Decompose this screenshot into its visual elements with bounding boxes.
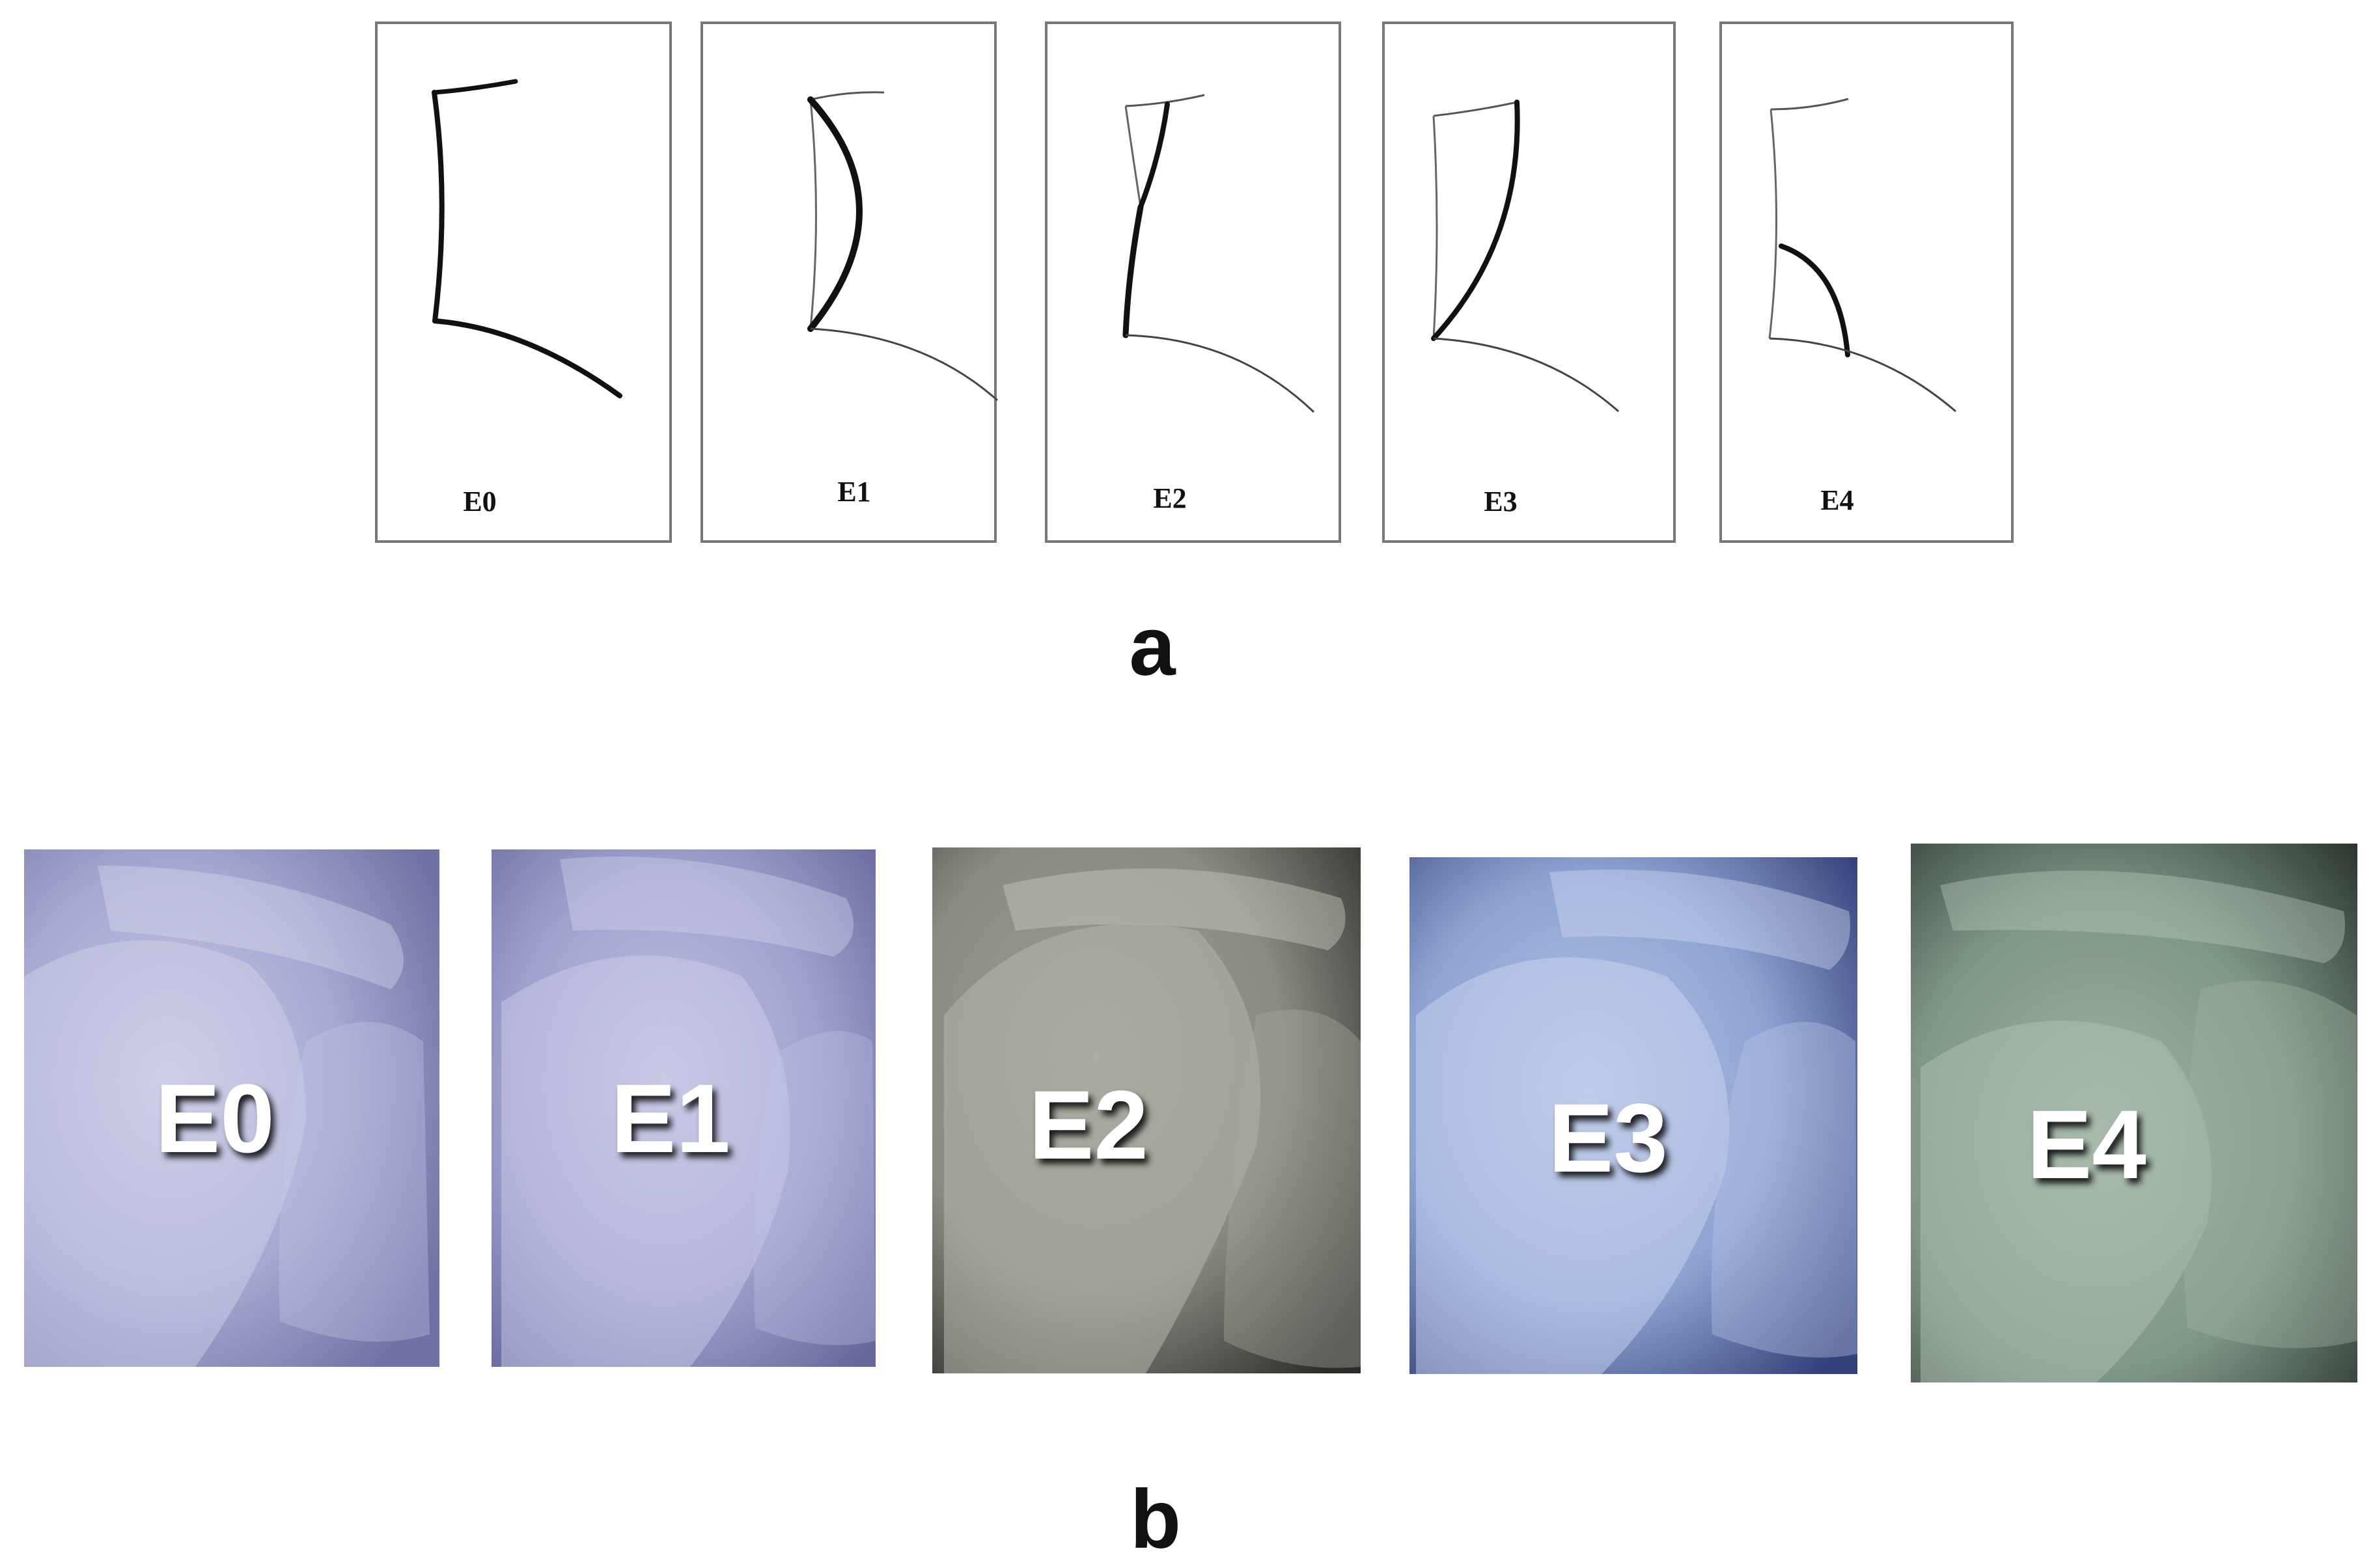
- radiograph-e4: E4: [1911, 844, 2357, 1382]
- glenoid-shadow: [2183, 980, 2357, 1349]
- diagram-frame: [701, 21, 997, 543]
- radiograph-e0: E0: [24, 849, 439, 1367]
- glenoid-outline: [1125, 94, 1205, 107]
- erosion-lower-facet: [1122, 204, 1144, 338]
- radiograph-label: E1: [611, 1064, 730, 1173]
- diagram-e3: E3: [1382, 21, 1676, 543]
- scapular-neck: [1125, 334, 1315, 413]
- original-glenoid-line: [809, 99, 817, 329]
- glenoid-shadow: [754, 1031, 876, 1345]
- scapular-neck: [1769, 337, 1956, 413]
- diagram-frame: [375, 21, 672, 543]
- glenoid-shadow: [1224, 1010, 1361, 1368]
- panel-b-label: b: [1130, 1473, 1181, 1566]
- panel-a: E0 E1 E2 E3: [375, 21, 2014, 693]
- diagram-label: E0: [463, 486, 496, 517]
- panel-b: E0 E1 E2 E3: [24, 844, 2357, 1566]
- humeral-head-shadow: [1416, 957, 1729, 1374]
- erosion-curve: [1431, 100, 1520, 341]
- diagram-frame: [1719, 21, 2014, 543]
- glenoid-outline: [432, 79, 518, 95]
- humeral-head-shadow: [944, 924, 1260, 1373]
- radiograph-image: [24, 849, 439, 1367]
- diagram-frame: [1045, 21, 1341, 543]
- humeral-head-shadow: [1921, 1021, 2212, 1382]
- diagram-label: E4: [1820, 484, 1853, 516]
- diagram-e0: E0: [375, 21, 672, 543]
- acromion-shadow: [1549, 870, 1850, 970]
- erosion-curve: [807, 96, 863, 332]
- radiograph-label: E0: [155, 1064, 274, 1173]
- humeral-head-shadow: [501, 956, 790, 1367]
- scapular-neck: [810, 327, 998, 402]
- erosion-upper-facet: [1138, 102, 1170, 210]
- radiograph-e2: E2: [932, 847, 1361, 1373]
- radiograph-label: E3: [1548, 1083, 1667, 1192]
- glenoid-outline: [1770, 98, 1849, 111]
- diagram-label: E1: [837, 476, 870, 508]
- diagram-frame: [1382, 21, 1676, 543]
- diagram-label: E2: [1153, 482, 1186, 514]
- glenoid-shadow: [279, 1022, 430, 1342]
- original-glenoid-line: [1768, 109, 1778, 339]
- original-glenoid-line: [1432, 115, 1438, 339]
- scapular-neck: [1433, 337, 1619, 413]
- radiograph-e3: E3: [1409, 857, 1857, 1374]
- glenoid-shadow: [1711, 1022, 1857, 1358]
- acromion-shadow: [98, 866, 404, 989]
- original-glenoid-line: [1124, 105, 1142, 208]
- diagram-e4: E4: [1719, 21, 2014, 543]
- diagram-e2: E2: [1045, 21, 1341, 543]
- glenoid-outline: [1433, 101, 1518, 117]
- radiograph-e1: E1: [492, 849, 876, 1367]
- diagram-label: E3: [1484, 486, 1517, 517]
- erosion-curve: [1779, 243, 1850, 357]
- diagram-e1: E1: [701, 21, 998, 543]
- radiograph-image: [492, 849, 876, 1367]
- acromion-shadow: [1940, 870, 2345, 963]
- radiograph-label: E2: [1029, 1070, 1148, 1179]
- panel-a-label: a: [1129, 600, 1176, 693]
- acromion-shadow: [560, 857, 854, 957]
- glenoid-face: [432, 90, 445, 323]
- acromion-shadow: [1003, 868, 1346, 950]
- radiograph-label: E4: [2027, 1090, 2146, 1199]
- humeral-head-shadow: [24, 940, 306, 1367]
- glenoid-outline: [810, 91, 885, 101]
- scapular-neck: [432, 318, 622, 398]
